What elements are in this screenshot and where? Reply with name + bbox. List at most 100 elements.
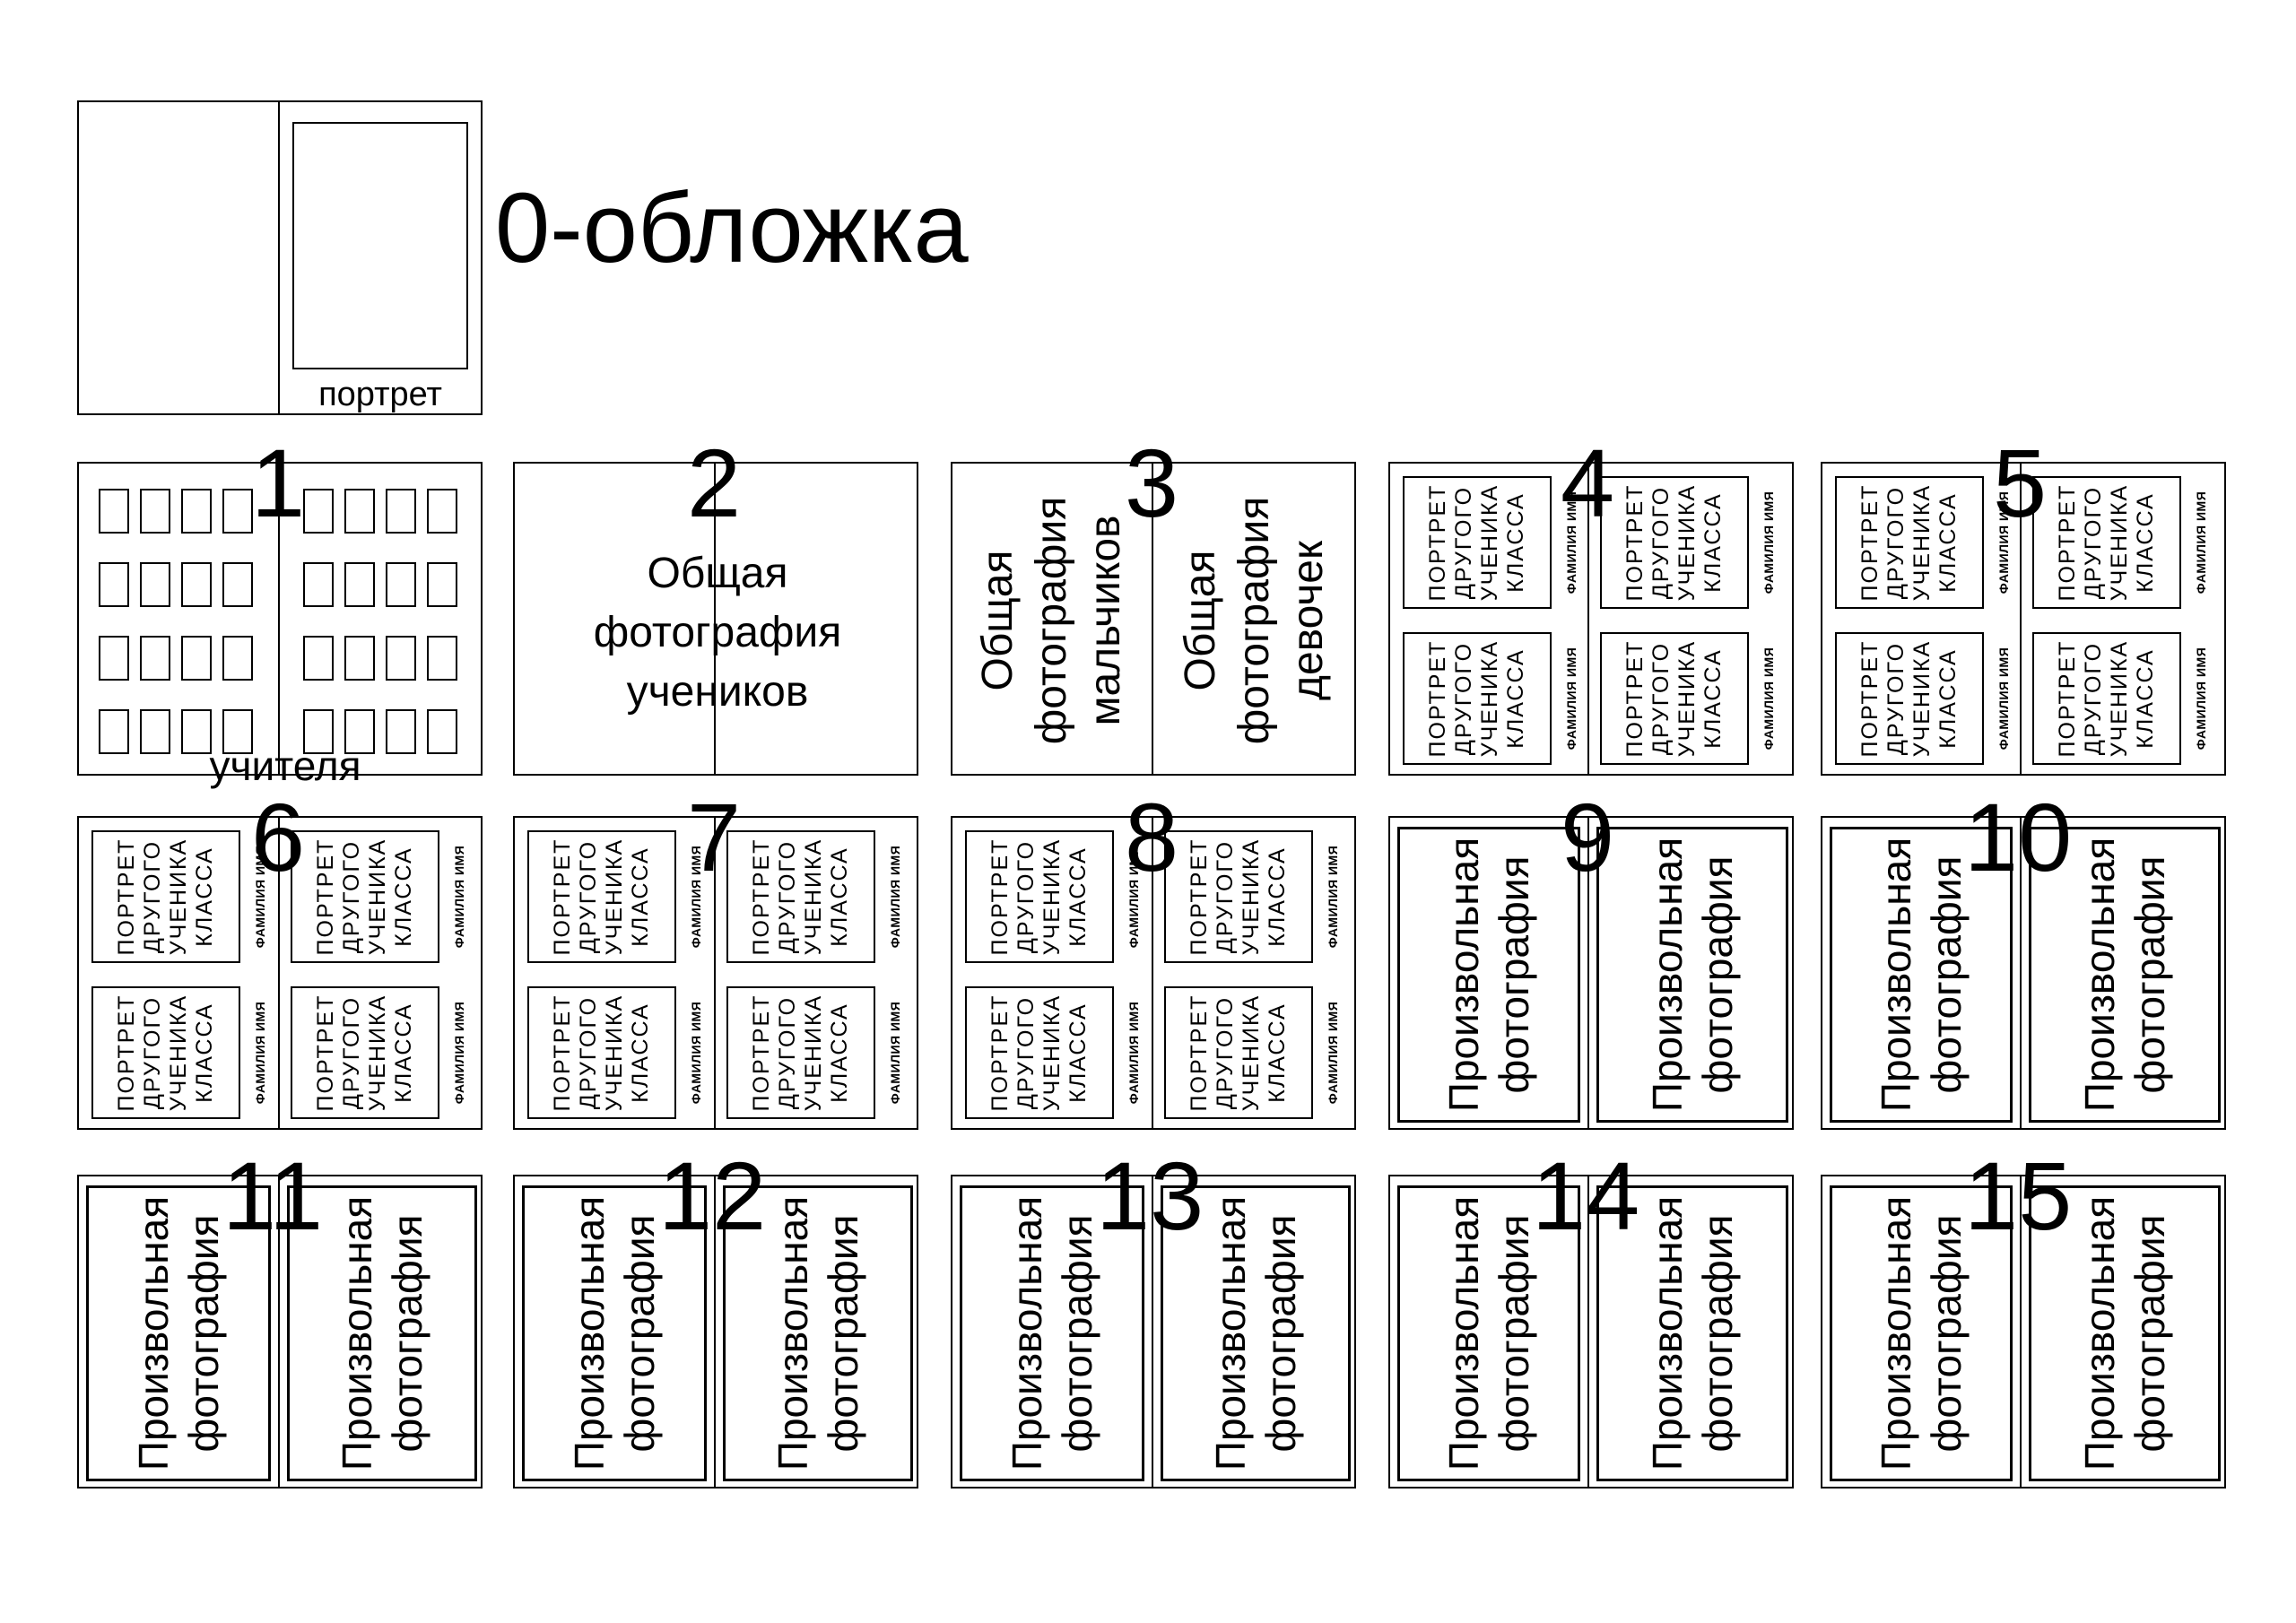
spread-spine	[1587, 818, 1589, 1128]
spread-number: 4	[1561, 429, 1615, 537]
student-portrait-label: ПОРТРЕТ ДРУГОГО УЧЕНИКА КЛАССА	[114, 838, 217, 956]
student-name-label: ФАМИЛИЯ ИМЯ	[1564, 647, 1578, 751]
free-photo-caption: Произвольная фотография	[1873, 1195, 1970, 1471]
teacher-photo-slot	[303, 709, 334, 754]
teacher-photo-slot	[140, 562, 170, 607]
spread-8: ПОРТРЕТ ДРУГОГО УЧЕНИКА КЛАССА ФАМИЛИЯ ИМ…	[951, 816, 1356, 1130]
spread-number: 6	[251, 783, 306, 891]
student-portrait-label: ПОРТРЕТ ДРУГОГО УЧЕНИКА КЛАССА	[1857, 483, 1961, 602]
student-name-label: ФАМИЛИЯ ИМЯ	[1326, 1001, 1340, 1105]
spread-number: 8	[1125, 783, 1179, 891]
student-portrait-frame	[1600, 632, 1749, 765]
teacher-photo-slot	[303, 489, 334, 534]
student-portrait-frame	[2032, 632, 2181, 765]
free-photo-frame	[723, 1185, 913, 1481]
student-portrait-frame	[527, 830, 676, 963]
teacher-photo-slot	[303, 636, 334, 681]
teacher-photo-slot	[99, 636, 129, 681]
spread-spine	[278, 1176, 280, 1487]
spread-number: 15	[1964, 1141, 2073, 1250]
spread-spine	[2020, 818, 2022, 1128]
free-photo-frame	[522, 1185, 707, 1481]
free-photo-frame	[86, 1185, 271, 1481]
spread-spine	[1587, 1176, 1589, 1487]
spread-13: Произвольная фотография Произвольная фото…	[951, 1175, 1356, 1488]
teacher-photo-slot	[140, 709, 170, 754]
student-name-label: ФАМИЛИЯ ИМЯ	[1126, 1001, 1141, 1105]
teacher-photo-slot	[222, 562, 253, 607]
spread-number: 9	[1561, 783, 1615, 891]
student-portrait-label: ПОРТРЕТ ДРУГОГО УЧЕНИКА КЛАССА	[1622, 483, 1726, 602]
cover-title: 0-обложка	[495, 173, 969, 283]
free-photo-caption: Произвольная фотография	[334, 1195, 430, 1471]
spread-spine	[278, 818, 280, 1128]
student-portrait-label: ПОРТРЕТ ДРУГОГО УЧЕНИКА КЛАССА	[1187, 994, 1290, 1112]
teacher-photo-slot	[344, 489, 375, 534]
teacher-photo-slot	[222, 709, 253, 754]
teacher-photo-slot	[181, 489, 212, 534]
spread-2: Общая фотография учеников	[513, 462, 918, 776]
free-photo-caption: Произвольная фотография	[1873, 837, 1970, 1113]
student-name-label: ФАМИЛИЯ ИМЯ	[452, 1001, 466, 1105]
spread-number: 14	[1532, 1141, 1640, 1250]
student-name-label: ФАМИЛИЯ ИМЯ	[2194, 490, 2208, 595]
cover-spread: портрет	[77, 100, 483, 415]
student-portrait-frame	[291, 986, 439, 1119]
teacher-photo-slot	[222, 636, 253, 681]
student-portrait-frame	[965, 830, 1114, 963]
spread-10: Произвольная фотография Произвольная фото…	[1821, 816, 2226, 1130]
student-portrait-frame	[91, 830, 240, 963]
spread-spine	[2020, 464, 2022, 774]
student-portrait-label: ПОРТРЕТ ДРУГОГО УЧЕНИКА КЛАССА	[1857, 639, 1961, 758]
free-photo-caption: Произвольная фотография	[1004, 1195, 1100, 1471]
student-name-label: ФАМИЛИЯ ИМЯ	[452, 845, 466, 949]
free-photo-caption: Произвольная фотография	[1207, 1195, 1304, 1471]
spread-5: ПОРТРЕТ ДРУГОГО УЧЕНИКА КЛАССА ФАМИЛИЯ ИМ…	[1821, 462, 2226, 776]
student-portrait-label: ПОРТРЕТ ДРУГОГО УЧЕНИКА КЛАССА	[313, 838, 416, 956]
student-name-label: ФАМИЛИЯ ИМЯ	[888, 845, 902, 949]
student-portrait-label: ПОРТРЕТ ДРУГОГО УЧЕНИКА КЛАССА	[1425, 483, 1528, 602]
student-name-label: ФАМИЛИЯ ИМЯ	[1761, 490, 1776, 595]
free-photo-caption: Произвольная фотография	[2076, 837, 2173, 1113]
student-portrait-label: ПОРТРЕТ ДРУГОГО УЧЕНИКА КЛАССА	[1425, 639, 1528, 758]
spread-6: ПОРТРЕТ ДРУГОГО УЧЕНИКА КЛАССА ФАМИЛИЯ ИМ…	[77, 816, 483, 1130]
teacher-photo-slot	[344, 562, 375, 607]
student-portrait-label: ПОРТРЕТ ДРУГОГО УЧЕНИКА КЛАССА	[1187, 838, 1290, 956]
free-photo-frame	[1596, 827, 1788, 1123]
spread-number: 3	[1125, 429, 1179, 537]
student-portrait-frame	[1164, 830, 1313, 963]
student-portrait-frame	[291, 830, 439, 963]
spread-spine	[1152, 818, 1153, 1128]
spread-spine	[2020, 1176, 2022, 1487]
boys-photo-caption: Общая фотография мальчиков	[974, 496, 1129, 745]
free-photo-frame	[287, 1185, 477, 1481]
student-name-label: ФАМИЛИЯ ИМЯ	[1326, 845, 1340, 949]
teacher-photo-slot	[181, 562, 212, 607]
student-portrait-frame	[1600, 476, 1749, 609]
student-portrait-label: ПОРТРЕТ ДРУГОГО УЧЕНИКА КЛАССА	[2055, 483, 2158, 602]
student-portrait-label: ПОРТРЕТ ДРУГОГО УЧЕНИКА КЛАССА	[749, 994, 852, 1112]
student-portrait-frame	[965, 986, 1114, 1119]
teacher-photo-slot	[344, 636, 375, 681]
student-portrait-label: ПОРТРЕТ ДРУГОГО УЧЕНИКА КЛАССА	[1622, 639, 1726, 758]
free-photo-caption: Произвольная фотография	[1440, 837, 1537, 1113]
free-photo-frame	[1830, 1185, 2013, 1481]
teacher-photo-slot	[222, 489, 253, 534]
spread-9: Произвольная фотография Произвольная фото…	[1388, 816, 1794, 1130]
spread-number: 5	[1993, 429, 2048, 537]
teacher-photo-slot	[427, 709, 457, 754]
spread-7: ПОРТРЕТ ДРУГОГО УЧЕНИКА КЛАССА ФАМИЛИЯ ИМ…	[513, 816, 918, 1130]
teachers-caption: учителя	[209, 742, 361, 789]
teacher-photo-slot	[427, 636, 457, 681]
student-name-label: ФАМИЛИЯ ИМЯ	[2194, 647, 2208, 751]
student-name-label: ФАМИЛИЯ ИМЯ	[1761, 647, 1776, 751]
free-photo-caption: Произвольная фотография	[1440, 1195, 1537, 1471]
free-photo-caption: Произвольная фотография	[1644, 837, 1741, 1113]
spread-spine	[714, 1176, 716, 1487]
student-name-label: ФАМИЛИЯ ИМЯ	[1996, 647, 2011, 751]
teacher-photo-slot	[140, 489, 170, 534]
teacher-photo-slot	[181, 636, 212, 681]
